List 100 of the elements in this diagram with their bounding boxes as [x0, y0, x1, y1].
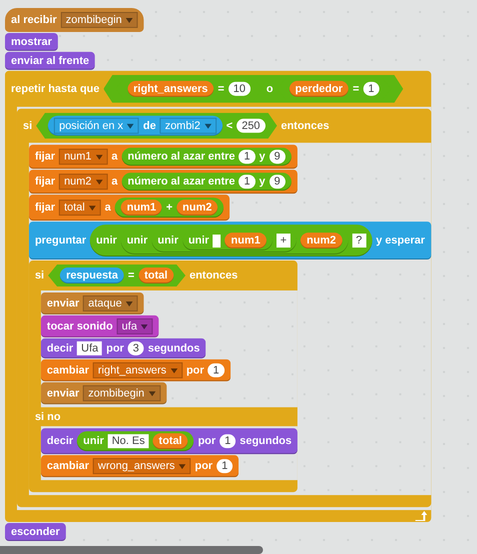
- number-input: 250: [236, 118, 266, 133]
- reporter-block: [90, 224, 372, 257]
- dropdown-menu: posición en x: [54, 118, 140, 134]
- block-label: fijar: [34, 176, 56, 188]
- block-label: entonces: [281, 120, 330, 132]
- command-block: [5, 523, 66, 541]
- number-input: 1: [239, 174, 256, 189]
- block-label: cambiar: [46, 364, 90, 376]
- number-input: 1: [363, 82, 380, 96]
- block-label: por: [106, 342, 124, 354]
- block-label: segundos: [240, 435, 292, 448]
- block-label: entonces: [190, 270, 238, 282]
- block-label: unir: [96, 234, 117, 247]
- reporter-block: [114, 198, 224, 218]
- text-input: Ufa: [77, 341, 102, 356]
- text-input: ?: [352, 234, 366, 248]
- block-label: preguntar: [34, 234, 86, 247]
- command-block: [5, 32, 58, 51]
- command-block: [40, 359, 230, 382]
- command-block: [40, 428, 298, 454]
- block-label: por: [194, 460, 213, 472]
- block-label: mostrar: [11, 36, 52, 48]
- reporter-block: [77, 431, 194, 452]
- reporter-block: perdedor: [289, 80, 349, 97]
- number-input: 1: [220, 434, 236, 448]
- dropdown-menu: wrong_answers: [93, 458, 191, 474]
- if-else-block: [28, 260, 298, 492]
- block-label: unir: [83, 435, 104, 448]
- block-label: repetir hasta que: [11, 82, 100, 95]
- block-label: +: [166, 202, 173, 214]
- block-label: si: [22, 120, 32, 132]
- command-block: [40, 338, 206, 358]
- block-label: número al azar entre: [128, 150, 235, 163]
- block-label: si no: [34, 410, 61, 423]
- number-input: 1: [208, 363, 224, 378]
- block-label: =: [352, 82, 360, 95]
- text-input: No. Es: [108, 434, 149, 448]
- block-label: a: [112, 176, 118, 188]
- event-hat-block: [5, 8, 144, 32]
- command-block: [40, 455, 239, 478]
- block-label: y esperar: [376, 234, 425, 247]
- block-label: por: [198, 435, 216, 448]
- dropdown-menu: zombi2: [160, 118, 216, 134]
- reporter-block: right_answers: [127, 80, 214, 97]
- number-input: 3: [128, 341, 144, 356]
- reporter-block: [48, 116, 222, 136]
- command-block: [28, 222, 431, 260]
- block-label: enviar: [46, 297, 80, 310]
- block-label: a: [112, 150, 118, 163]
- block-label: tocar sonido: [46, 320, 113, 332]
- block-label: cambiar: [46, 460, 90, 472]
- block-label: decir: [46, 435, 74, 448]
- block-label: y: [259, 176, 266, 188]
- dropdown-menu: num1: [59, 148, 108, 165]
- block-label: a: [104, 202, 111, 214]
- dropdown-menu: right_answers: [93, 362, 182, 378]
- dropdown-menu: ufa: [116, 318, 154, 334]
- number-input: 10: [228, 82, 250, 96]
- block-label: de: [143, 120, 156, 132]
- block-label: segundos: [148, 342, 200, 354]
- dropdown-menu: zombibegin: [60, 12, 138, 28]
- dropdown-menu: total: [59, 200, 101, 216]
- reporter-block: num1: [225, 232, 266, 249]
- command-block: [40, 382, 166, 404]
- reporter-block: total: [152, 433, 188, 450]
- block-label: decir: [46, 342, 74, 354]
- reporter-block: respuesta: [60, 268, 124, 284]
- reporter-block: [122, 172, 292, 191]
- block-label: número al azar entre: [128, 176, 235, 188]
- text-input: +: [276, 234, 291, 248]
- dropdown-menu: ataque: [83, 295, 138, 312]
- block-label: enviar al frente: [11, 54, 90, 67]
- number-input: 9: [269, 174, 286, 189]
- reporter-block: num1: [120, 200, 162, 216]
- block-label: esconder: [11, 526, 60, 538]
- block-label: o: [266, 82, 274, 95]
- command-block: [28, 144, 298, 169]
- block-label: <: [226, 120, 233, 132]
- block-label: =: [128, 270, 134, 282]
- reporter-block: [122, 148, 292, 166]
- command-block: [28, 170, 298, 194]
- text-input: [213, 234, 222, 248]
- block-label: =: [218, 82, 224, 95]
- number-input: 9: [269, 150, 286, 164]
- number-input: 1: [239, 150, 256, 164]
- block-label: y: [259, 150, 266, 163]
- block-label: unir: [188, 234, 210, 247]
- command-block: [28, 194, 230, 221]
- command-block: [40, 292, 144, 314]
- reporter-block: num2: [300, 232, 342, 249]
- reporter-block: total: [138, 268, 174, 284]
- number-input: 1: [216, 459, 233, 474]
- block-label: unir: [126, 234, 148, 247]
- dropdown-menu: num2: [59, 174, 108, 190]
- command-block: [5, 52, 96, 70]
- block-label: al recibir: [11, 14, 57, 26]
- block-label: si: [34, 270, 44, 282]
- block-label: enviar: [46, 387, 80, 400]
- reporter-block: num2: [176, 200, 218, 216]
- block-label: unir: [158, 234, 178, 247]
